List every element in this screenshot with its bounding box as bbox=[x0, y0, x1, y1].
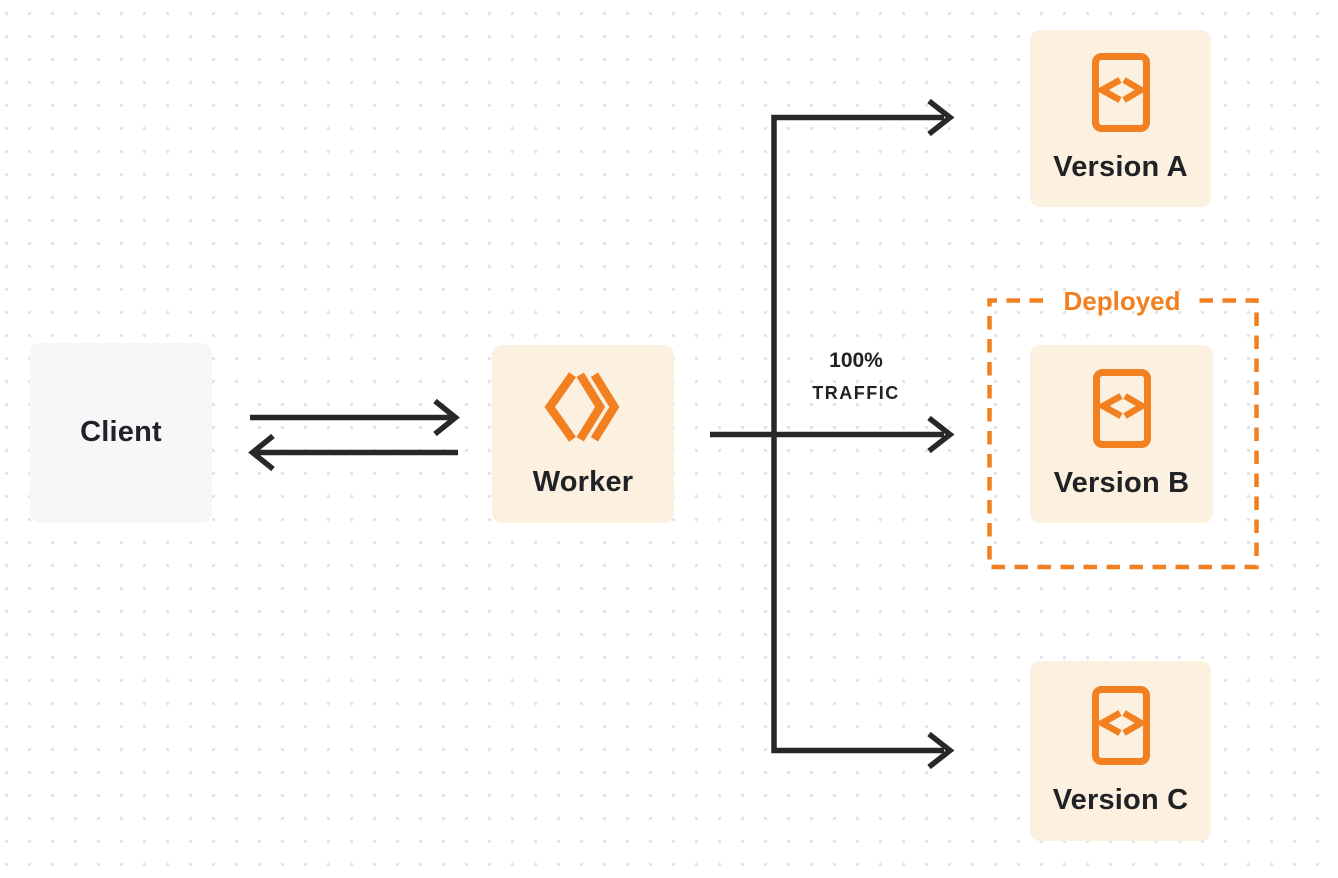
traffic-percentage: 100% bbox=[829, 349, 883, 372]
node-client: Client bbox=[30, 343, 212, 523]
code-file-icon bbox=[1092, 368, 1151, 448]
code-file-icon bbox=[1091, 53, 1150, 133]
node-version-b: Version B bbox=[1030, 345, 1213, 523]
node-version-a: Version A bbox=[1030, 30, 1211, 207]
node-worker: Worker bbox=[492, 345, 674, 523]
arrow-client-to-worker bbox=[250, 398, 460, 437]
node-version-c: Version C bbox=[1030, 661, 1211, 841]
deployed-dashed-border bbox=[987, 298, 1259, 570]
code-file-icon bbox=[1091, 685, 1150, 765]
arrow-worker-to-client bbox=[248, 433, 458, 472]
traffic-word: TRAFFIC bbox=[812, 383, 900, 403]
version-b-label: Version B bbox=[1053, 466, 1190, 499]
version-a-label: Version A bbox=[1053, 151, 1188, 184]
client-label: Client bbox=[80, 416, 162, 449]
traffic-annotation: 100% TRAFFIC bbox=[776, 349, 936, 403]
arrow-worker-to-version-b bbox=[710, 415, 955, 454]
arrowhead-to-version-a bbox=[927, 98, 955, 137]
worker-label: Worker bbox=[532, 466, 634, 499]
arrowhead-to-version-c bbox=[927, 731, 955, 770]
version-c-label: Version C bbox=[1052, 783, 1189, 816]
deployed-badge-label: Deployed bbox=[1063, 286, 1181, 316]
cloudflare-workers-logo-icon bbox=[544, 372, 620, 442]
